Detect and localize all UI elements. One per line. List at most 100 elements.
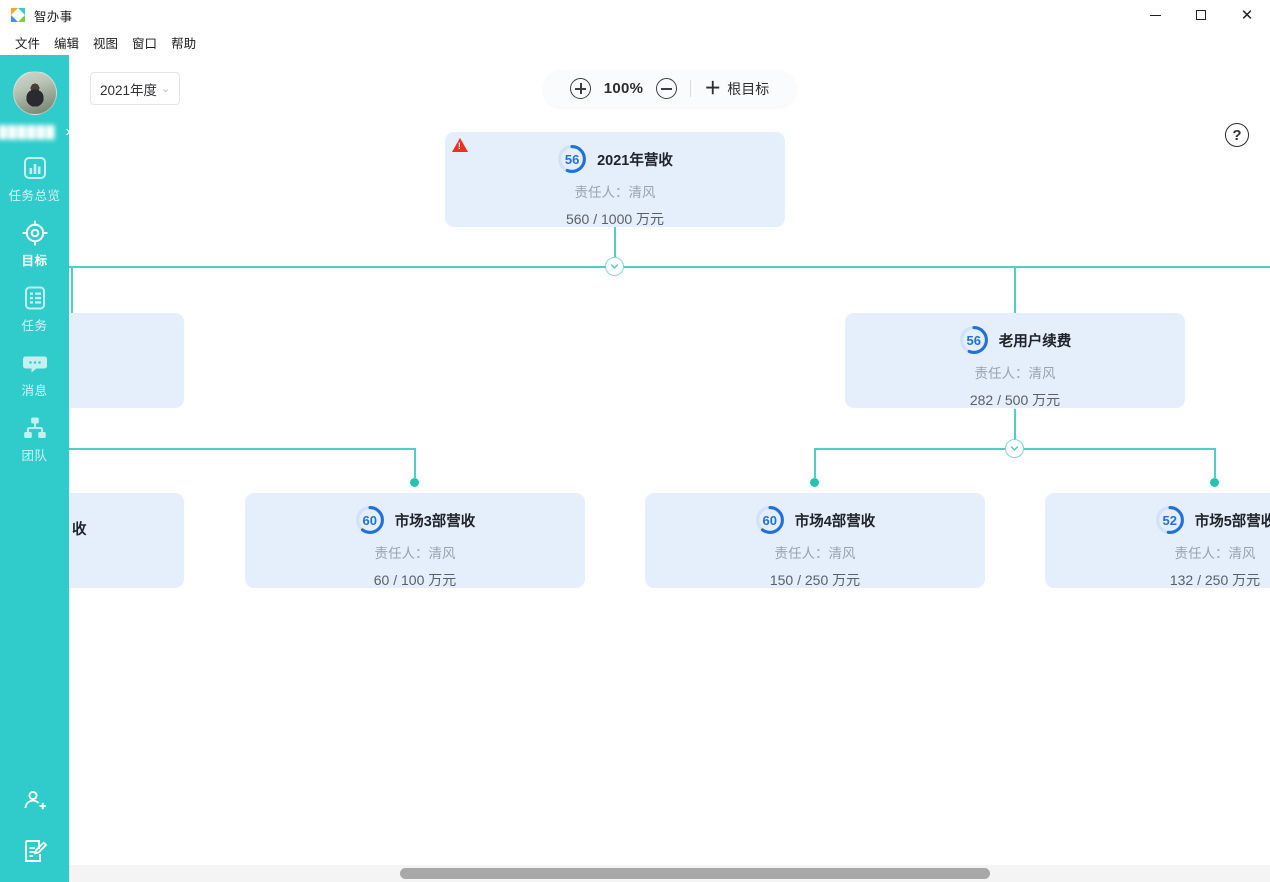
goal-progress-text: 560 / 1000 万元 — [565, 211, 665, 227]
zoom-out-button[interactable] — [656, 78, 678, 99]
goal-card-dept5[interactable]: 52 市场5部营收 责任人：清风 132 / 250 万元 — [1045, 493, 1270, 588]
plus-icon: ＋ — [704, 79, 722, 98]
sidebar-item-goals[interactable]: 目标 — [0, 220, 69, 269]
sidebar-item-tasks[interactable]: 任务 — [0, 285, 69, 334]
menu-file[interactable]: 文件 — [15, 36, 41, 51]
edit-note-icon[interactable] — [22, 838, 48, 864]
goal-progress-text: 132 / 250 万元 — [1169, 572, 1261, 588]
chart-icon — [22, 155, 48, 181]
zoom-in-button[interactable] — [569, 78, 591, 99]
list-icon — [22, 285, 48, 311]
sidebar-bottom-actions — [0, 788, 69, 864]
app-title: 智办事 — [34, 9, 73, 24]
avatar[interactable] — [12, 71, 57, 115]
add-person-icon[interactable] — [22, 788, 48, 814]
menu-view[interactable]: 视图 — [93, 36, 119, 51]
goal-owner: 责任人：清风 — [1174, 546, 1256, 561]
goal-card-left-clipped-l3[interactable]: 收 — [69, 493, 184, 588]
goal-card-header: 56 2021年营收 — [557, 144, 673, 174]
goal-card-header: 收 — [72, 518, 87, 539]
progress-ring: 52 — [1155, 505, 1185, 535]
edge-to-dept5 — [1214, 448, 1216, 478]
edge-level1-bus — [69, 266, 1270, 268]
progress-value: 60 — [762, 512, 777, 528]
edge-root-stem — [614, 227, 616, 267]
horizontal-scrollbar[interactable] — [69, 865, 1270, 882]
progress-ring: 60 — [755, 505, 785, 535]
title-bar: 智办事 ✕ — [0, 0, 1270, 30]
progress-ring: 56 — [557, 144, 587, 174]
goal-card-header: 60 市场4部营收 — [755, 505, 876, 535]
node-dot-dept5 — [1210, 478, 1219, 487]
menu-edit[interactable]: 编辑 — [54, 36, 80, 51]
progress-ring: 60 — [355, 505, 385, 535]
progress-value: 56 — [564, 151, 580, 167]
goal-card-dept4[interactable]: 60 市场4部营收 责任人：清风 150 / 250 万元 — [645, 493, 985, 588]
sidebar: ██████ › 任务总览 — [0, 55, 71, 882]
maximize-icon — [1196, 10, 1206, 20]
goal-title: 市场5部营收 — [1194, 513, 1270, 530]
team-icon — [22, 415, 48, 441]
goal-title: 2021年营收 — [597, 152, 673, 169]
close-button[interactable]: ✕ — [1224, 0, 1270, 30]
sidebar-item-messages[interactable]: 消息 — [0, 350, 69, 399]
year-select-value: 2021年度 — [100, 82, 158, 98]
goal-card-dept3[interactable]: 60 市场3部营收 责任人：清风 60 / 100 万元 — [245, 493, 585, 588]
minimize-button[interactable] — [1132, 0, 1178, 30]
goal-title: 市场3部营收 — [394, 513, 476, 530]
sidebar-item-label: 团队 — [21, 449, 48, 463]
sidebar-item-overview[interactable]: 任务总览 — [0, 155, 69, 204]
edge-to-dept3 — [414, 448, 416, 478]
goal-progress-text: 282 / 500 万元 — [969, 392, 1061, 408]
progress-value: 52 — [1162, 512, 1177, 528]
goal-card-header: 52 市场5部营收 — [1155, 505, 1270, 535]
add-root-goal-label: 根目标 — [727, 80, 770, 97]
toolbar-divider — [690, 80, 692, 97]
progress-value: 56 — [966, 332, 981, 348]
goal-card-left-clipped-l2[interactable] — [69, 313, 184, 408]
user-name: ██████ — [0, 124, 56, 139]
goal-owner: 责任人：清风 — [374, 546, 456, 561]
scrollbar-thumb[interactable] — [400, 868, 990, 879]
help-icon[interactable]: ? — [1225, 123, 1249, 147]
menu-window[interactable]: 窗口 — [132, 36, 158, 51]
sidebar-item-label: 任务 — [21, 319, 48, 333]
collapse-toggle-renewal[interactable] — [1005, 439, 1024, 458]
progress-value: 60 — [362, 512, 377, 528]
node-dot-dept4 — [810, 478, 819, 487]
collapse-toggle-root[interactable] — [605, 257, 624, 276]
goal-owner: 责任人：清风 — [974, 366, 1056, 381]
menu-help[interactable]: 帮助 — [171, 36, 197, 51]
goal-progress-text: 150 / 250 万元 — [769, 572, 861, 588]
message-icon — [22, 350, 48, 376]
chevron-down-icon: ⌄ — [161, 83, 171, 95]
goal-card-root[interactable]: 56 2021年营收 责任人：清风 560 / 1000 万元 — [445, 132, 785, 227]
zoom-level: 100% — [603, 80, 644, 97]
zoom-toolbar: 100% ＋ 根目标 — [543, 70, 796, 107]
chevron-right-icon: › — [66, 124, 71, 139]
minimize-icon — [1149, 14, 1161, 16]
add-root-goal-button[interactable]: ＋ 根目标 — [704, 79, 769, 99]
target-icon — [22, 220, 48, 246]
user-profile-row[interactable]: ██████ › — [0, 124, 71, 139]
goal-title: 收 — [72, 522, 87, 538]
goal-tree: 56 2021年营收 责任人：清风 560 / 1000 万元 — [69, 55, 1270, 882]
edge-level2-bus-left — [69, 448, 415, 450]
goal-title: 市场4部营收 — [794, 513, 876, 530]
edge-to-renewal — [1014, 266, 1016, 352]
goal-card-renewal[interactable]: 56 老用户续费 责任人：清风 282 / 500 万元 — [845, 313, 1185, 408]
goal-owner: 责任人：清风 — [774, 546, 856, 561]
sidebar-item-label: 任务总览 — [8, 189, 61, 203]
year-select[interactable]: 2021年度 ⌄ — [90, 72, 181, 105]
maximize-button[interactable] — [1178, 0, 1224, 30]
sidebar-item-team[interactable]: 团队 — [0, 415, 69, 464]
warning-icon — [452, 138, 468, 152]
goal-canvas: 2021年度 ⌄ 100% ＋ 根目标 ? — [69, 55, 1270, 882]
goal-card-header: 56 老用户续费 — [959, 325, 1071, 355]
window-controls: ✕ — [1132, 0, 1270, 30]
node-dot-dept3 — [410, 478, 419, 487]
menu-bar: 文件 编辑 视图 窗口 帮助 — [0, 30, 1270, 54]
help-glyph: ? — [1232, 126, 1242, 144]
sidebar-item-label: 目标 — [21, 254, 48, 268]
